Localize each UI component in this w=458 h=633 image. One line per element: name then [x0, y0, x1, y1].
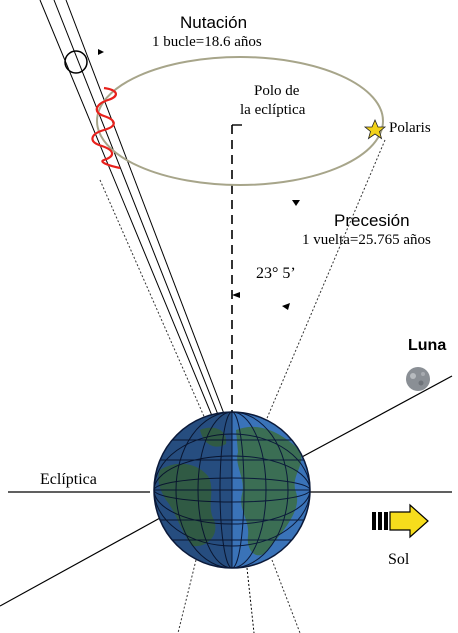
earth-axis-1	[39, 0, 223, 441]
ecliptic-label: Eclíptica	[40, 471, 97, 488]
direction-arrow-precession	[292, 200, 300, 206]
angle-arrow-right	[282, 303, 290, 310]
precession-title: Precesión	[334, 211, 410, 230]
precession-ellipse	[96, 56, 384, 186]
precession-period: 1 vuelta=25.765 años	[302, 232, 431, 248]
sun-label: Sol	[388, 551, 410, 568]
moon-orbit-line	[0, 517, 161, 607]
angle-arrow-left	[232, 292, 240, 298]
moon-icon	[406, 367, 430, 391]
cone-edge-left	[99, 179, 211, 431]
direction-arrow-nutation	[98, 49, 104, 55]
moon-orbit-line-right	[299, 375, 453, 459]
axial-tilt-angle: 23° 5’	[256, 265, 296, 282]
moon-label: Luna	[408, 337, 447, 354]
ecliptic-pole-label-line2: la eclíptica	[240, 102, 306, 118]
arrow-right-icon	[372, 503, 429, 539]
earth-axis-2	[53, 0, 229, 441]
cone-edge-right-bottom	[271, 559, 301, 633]
cone-edge-right	[261, 139, 386, 431]
nutation-period: 1 bucle=18.6 años	[152, 34, 262, 50]
nutation-wave	[91, 86, 121, 170]
polaris-label: Polaris	[389, 120, 431, 136]
globe-icon	[153, 411, 311, 569]
ecliptic-pole-label-line1: Polo de	[253, 83, 300, 99]
nutation-title: Nutación	[180, 13, 248, 32]
nutation-loop-icon	[64, 50, 88, 74]
earth-axis-bottom	[246, 567, 255, 633]
star-icon	[363, 118, 387, 140]
earth-axis-3	[65, 0, 235, 441]
ecliptic-pole-label: Polo de la eclíptica	[240, 83, 305, 118]
cone-edge-left-bottom	[177, 559, 197, 633]
